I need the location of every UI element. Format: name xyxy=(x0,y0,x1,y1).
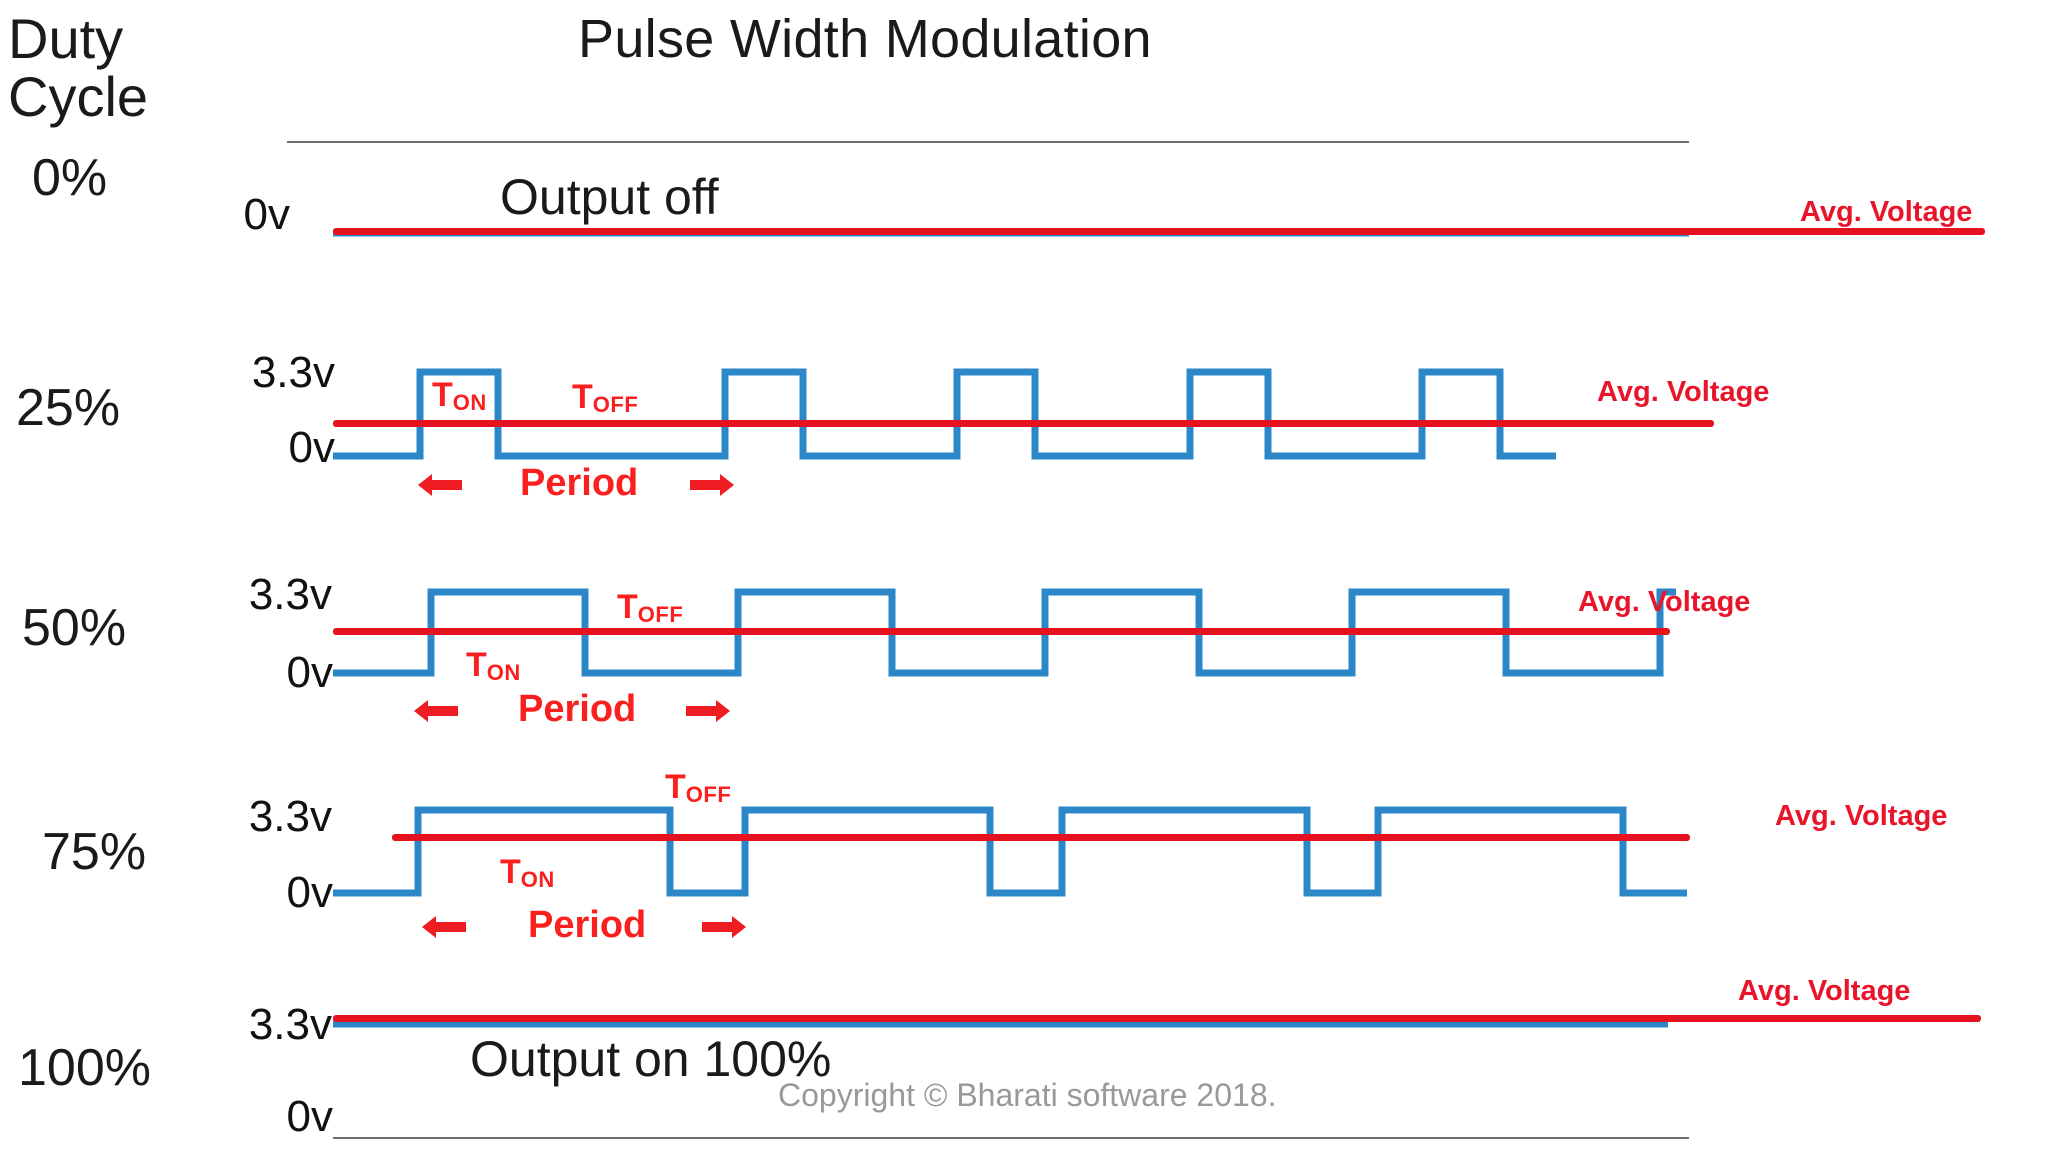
t-on-label-row3: TON xyxy=(500,853,555,892)
period-label-row3: Period xyxy=(528,904,647,946)
volt-label-0v-row4: 0v xyxy=(286,1092,333,1141)
duty-label-0: 0% xyxy=(32,149,108,207)
t-off-label-row3: TOFF xyxy=(665,768,732,807)
period-label-row2: Period xyxy=(518,688,637,730)
period-arrow-right-row3 xyxy=(702,916,746,938)
t-on-label-row1: TON xyxy=(432,376,487,415)
avg-voltage-label-row0: Avg. Voltage xyxy=(1800,196,1973,228)
avg-voltage-label-row2: Avg. Voltage xyxy=(1578,586,1751,618)
period-arrow-left-row1 xyxy=(418,474,462,496)
volt-label-33v-row2: 3.3v xyxy=(248,570,332,619)
volt-label-33v-row4: 3.3v xyxy=(248,1000,332,1049)
period-arrow-right-row2 xyxy=(686,700,730,722)
volt-label-33v-row1: 3.3v xyxy=(251,348,335,397)
avg-voltage-line-row3 xyxy=(392,834,1690,841)
avg-voltage-line-row0 xyxy=(333,228,1985,235)
avg-voltage-line-row4 xyxy=(333,1015,1981,1022)
period-arrow-left-row2 xyxy=(414,700,458,722)
output-on-note: Output on 100% xyxy=(470,1031,832,1087)
period-label-row1: Period xyxy=(520,462,639,504)
volt-label-0v-row2: 0v xyxy=(286,648,333,697)
volt-label-0v-row3: 0v xyxy=(286,868,333,917)
copyright-text: Copyright © Bharati software 2018. xyxy=(778,1077,1277,1113)
avg-voltage-label-row3: Avg. Voltage xyxy=(1775,800,1948,832)
bottom-rule xyxy=(333,1137,1689,1139)
t-off-label-row1: TOFF xyxy=(572,378,639,417)
volt-label-33v-row3: 3.3v xyxy=(248,792,332,841)
output-off-note: Output off xyxy=(500,169,719,225)
avg-voltage-label-row1: Avg. Voltage xyxy=(1597,376,1770,408)
volt-label-0v-row0: 0v xyxy=(243,190,290,239)
avg-voltage-line-row2 xyxy=(333,628,1670,635)
volt-label-0v-row1: 0v xyxy=(288,423,335,472)
period-arrow-right-row1 xyxy=(690,474,734,496)
duty-cycle-header: Duty Cycle xyxy=(8,7,149,128)
duty-label-50: 50% xyxy=(22,599,127,657)
duty-label-100: 100% xyxy=(18,1039,151,1097)
avg-voltage-label-row4: Avg. Voltage xyxy=(1738,975,1911,1007)
t-off-label-row2: TOFF xyxy=(617,588,684,627)
period-arrow-left-row3 xyxy=(422,916,466,938)
avg-voltage-line-row1 xyxy=(333,420,1714,427)
duty-label-25: 25% xyxy=(16,379,121,437)
top-rule xyxy=(287,141,1689,143)
page-title: Pulse Width Modulation xyxy=(578,9,1152,69)
duty-label-75: 75% xyxy=(42,823,147,881)
t-on-label-row2: TON xyxy=(466,646,521,685)
